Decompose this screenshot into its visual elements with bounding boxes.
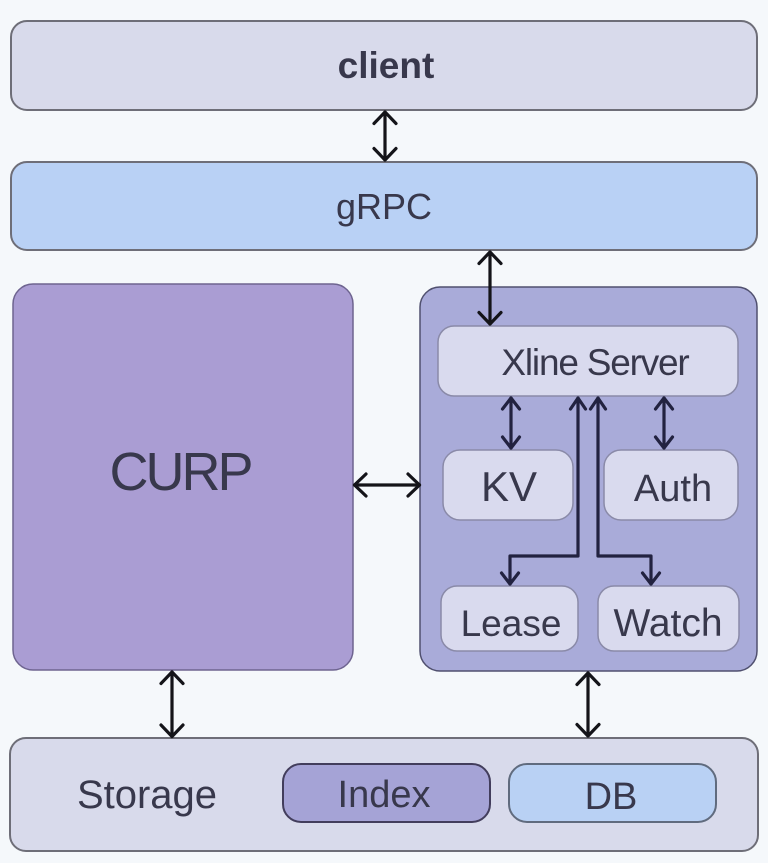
- svg-text:gRPC: gRPC: [336, 186, 432, 227]
- svg-text:KV: KV: [481, 463, 537, 510]
- svg-text:Lease: Lease: [461, 603, 562, 644]
- svg-text:Auth: Auth: [634, 468, 712, 510]
- svg-text:Watch: Watch: [613, 602, 722, 645]
- svg-text:Storage: Storage: [77, 773, 217, 817]
- svg-text:Xline Server: Xline Server: [501, 342, 689, 383]
- svg-text:CURP: CURP: [109, 442, 251, 502]
- svg-text:client: client: [338, 45, 435, 86]
- svg-text:DB: DB: [585, 776, 638, 818]
- svg-text:Index: Index: [338, 774, 431, 816]
